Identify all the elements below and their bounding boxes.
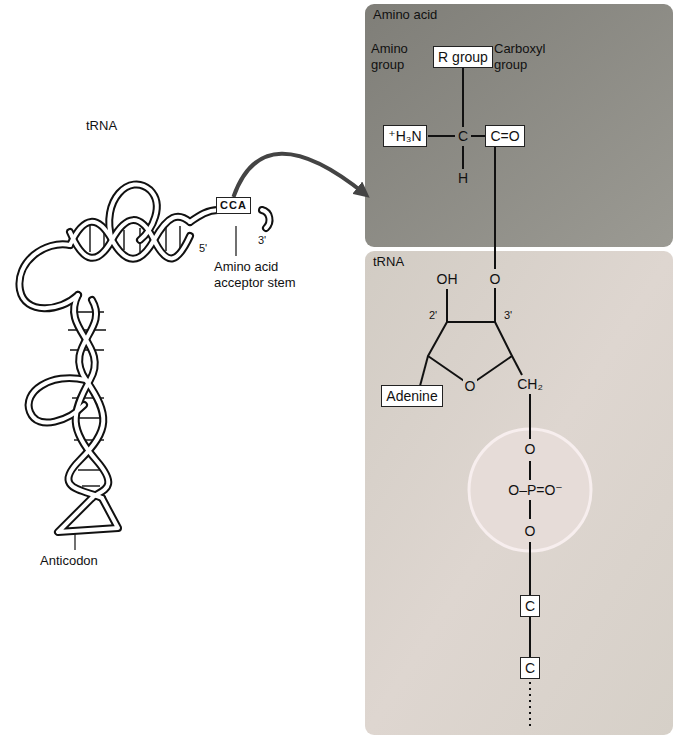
node-text: C=O bbox=[490, 127, 519, 145]
atom-label: C bbox=[458, 128, 468, 145]
node-text: R group bbox=[438, 48, 488, 66]
illustration-stroke bbox=[165, 228, 166, 251]
illustration-stroke bbox=[78, 469, 102, 470]
trna-panel bbox=[365, 251, 673, 735]
node-text: C bbox=[525, 597, 535, 615]
illustration-stroke bbox=[494, 288, 496, 322]
node-text: Adenine bbox=[386, 387, 437, 405]
trna-ribbon-core bbox=[19, 184, 269, 532]
illustration-stroke bbox=[179, 226, 180, 248]
node-text: O–P=O⁻ bbox=[497, 481, 562, 499]
illustration-stroke bbox=[74, 534, 75, 550]
illustration-stroke bbox=[123, 230, 124, 250]
part-label: Anticodon bbox=[40, 553, 98, 569]
carbonyl-box: C=O bbox=[485, 125, 524, 147]
part-label: 5' bbox=[199, 242, 207, 255]
illustration-stroke bbox=[82, 485, 100, 486]
trna-panel: tRNAAdenineOO–P=O⁻OCC bbox=[365, 251, 673, 735]
illustration-stroke bbox=[68, 300, 103, 498]
leader-lines bbox=[75, 226, 236, 550]
illustration-stroke bbox=[19, 244, 78, 308]
illustration-stroke bbox=[529, 394, 531, 439]
expand-arrow bbox=[233, 154, 365, 197]
illustration-stroke bbox=[70, 217, 190, 259]
part-label: 2' bbox=[429, 309, 437, 322]
node-text: CCA bbox=[220, 198, 247, 213]
illustration-stroke bbox=[19, 244, 78, 308]
illustration-stroke bbox=[512, 356, 522, 375]
illustration-stroke bbox=[462, 66, 464, 127]
node-text: Amino acid bbox=[373, 7, 665, 23]
atom-label: H bbox=[458, 170, 468, 187]
part-label: tRNA bbox=[86, 118, 117, 134]
illustration-stroke bbox=[529, 500, 531, 519]
illustration-stroke bbox=[68, 300, 103, 498]
atom-label: O bbox=[490, 271, 501, 288]
amino-acid-panel bbox=[365, 4, 673, 247]
part-label: Amino group bbox=[371, 41, 427, 73]
trna-ribbon bbox=[19, 184, 269, 532]
node-text: O bbox=[525, 440, 536, 458]
cytidine-box: C bbox=[520, 595, 540, 617]
illustration-stroke bbox=[420, 356, 428, 386]
illustration-stroke bbox=[58, 498, 118, 532]
illustration-stroke bbox=[428, 322, 512, 385]
bond-line bbox=[529, 552, 531, 595]
illustration-stroke bbox=[70, 220, 190, 258]
node-text: O bbox=[525, 522, 536, 540]
illustration-stroke bbox=[494, 147, 496, 269]
amino-acid-panel: Amino acid R group ⁺H₃N C=O bbox=[365, 4, 673, 247]
illustration-stroke bbox=[58, 498, 118, 532]
illustration-stroke bbox=[428, 135, 455, 137]
part-label: Carboxyl group bbox=[494, 41, 566, 73]
amino-group-box: ⁺H₃N bbox=[383, 125, 426, 147]
illustration-stroke bbox=[529, 682, 531, 730]
illustration-stroke bbox=[471, 135, 486, 137]
node-text: C bbox=[525, 659, 535, 677]
part-label: Amino acid acceptor stem bbox=[214, 259, 324, 291]
illustration-stroke bbox=[70, 217, 190, 259]
part-label: 3' bbox=[504, 309, 512, 322]
illustration-stroke bbox=[70, 220, 190, 258]
cca-box: CCA bbox=[216, 197, 251, 214]
node-text: ⁺H₃N bbox=[388, 127, 421, 145]
node-text: tRNA bbox=[373, 254, 665, 270]
phosphate-halo bbox=[469, 429, 591, 551]
bond-line bbox=[529, 617, 531, 657]
illustration-stroke bbox=[235, 226, 236, 256]
illustration-stroke bbox=[462, 146, 464, 169]
illustration-stroke bbox=[529, 461, 531, 480]
illustration-stroke bbox=[190, 210, 218, 222]
cytidine-box: C bbox=[520, 657, 540, 679]
adenine-box: Adenine bbox=[381, 385, 442, 407]
phosphate-group: O O–P=O⁻ O bbox=[468, 428, 592, 552]
illustration-stroke bbox=[190, 210, 218, 222]
r-group-box: R group bbox=[433, 46, 493, 68]
illustration-stroke bbox=[262, 210, 269, 228]
illustration-stroke bbox=[446, 289, 448, 322]
illustration-stroke bbox=[262, 210, 269, 228]
illustration-stroke bbox=[74, 295, 108, 498]
atom-label: CH₂ bbox=[517, 376, 543, 393]
illustration-stroke bbox=[529, 542, 531, 552]
illustration-stroke bbox=[89, 226, 90, 252]
part-label: 3' bbox=[258, 234, 266, 247]
atom-label: O bbox=[463, 378, 478, 395]
atom-label: OH bbox=[437, 271, 458, 288]
